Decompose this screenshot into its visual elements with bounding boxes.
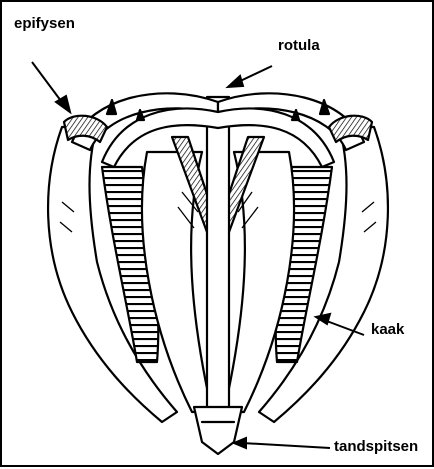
label-kaak: kaak: [371, 322, 404, 337]
label-rotula: rotula: [278, 38, 320, 53]
label-epifysen: epifysen: [14, 16, 75, 31]
tandspitsen-arrow-line: [242, 443, 330, 448]
label-tandspitsen: tandspitsen: [334, 439, 418, 454]
rotula-arrowhead: [228, 76, 243, 87]
epifysen-arrow-line: [32, 62, 64, 105]
central-rod: [207, 97, 229, 417]
tooth-tips: [194, 407, 242, 454]
tandspitsen-arrowhead: [234, 438, 246, 448]
